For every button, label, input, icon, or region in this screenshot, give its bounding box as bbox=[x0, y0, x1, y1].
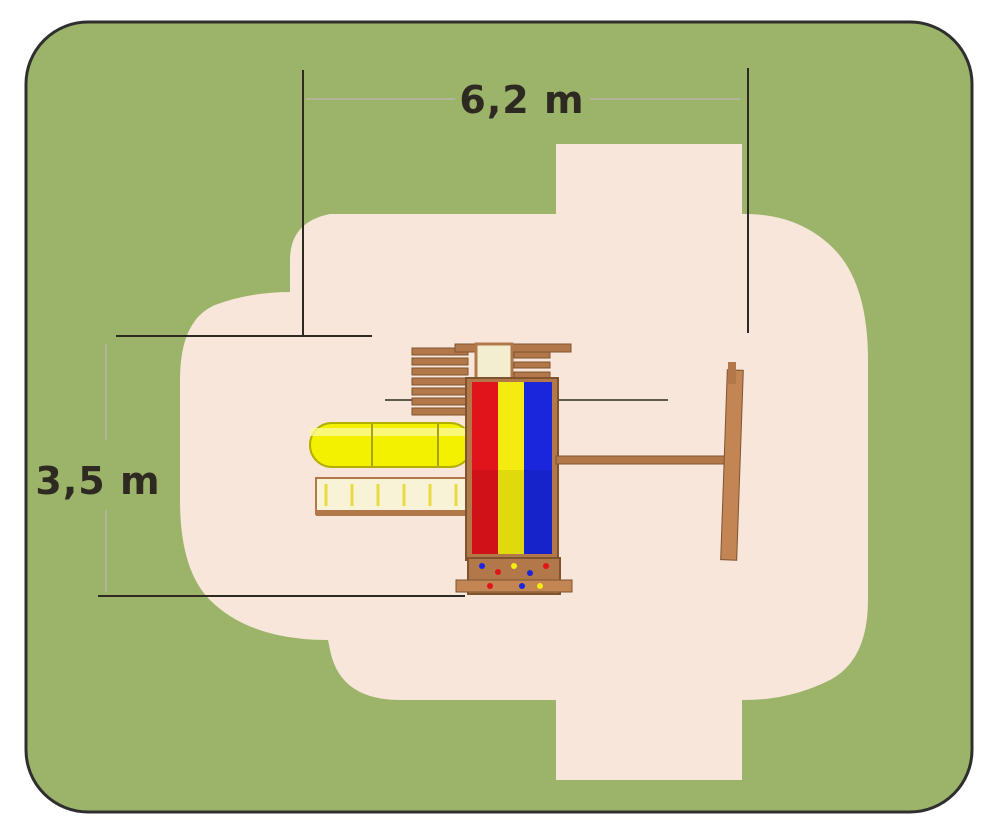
tube-slide-icon bbox=[309, 422, 473, 468]
dimension-guides bbox=[105, 98, 740, 592]
depth-dimension-label: 3,5 m bbox=[35, 459, 160, 503]
rock-wall bbox=[455, 557, 573, 595]
playset-icon bbox=[309, 342, 744, 595]
width-dimension-label: 6,2 m bbox=[459, 78, 584, 122]
swing-beam-icon bbox=[555, 362, 744, 561]
lower-platform bbox=[315, 477, 467, 516]
top-entry-panel bbox=[474, 342, 514, 382]
canopy-roof bbox=[472, 382, 552, 554]
